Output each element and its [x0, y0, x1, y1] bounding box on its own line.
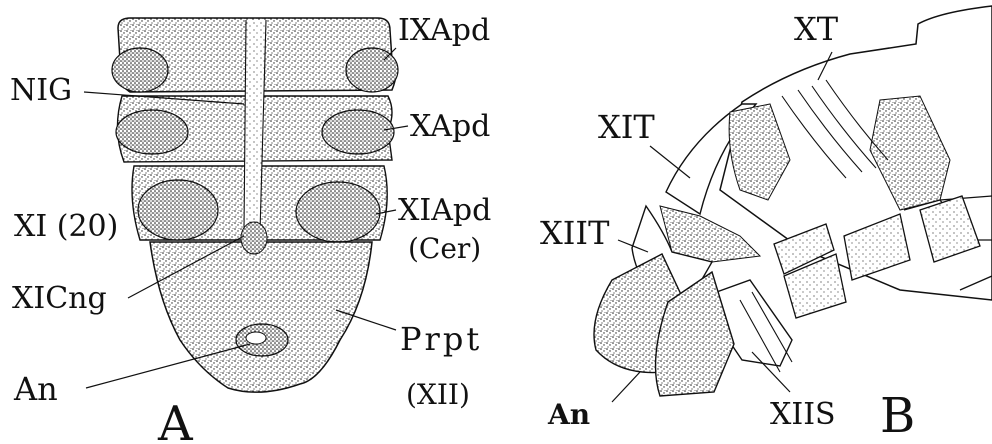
- xi-appendage-right: [296, 182, 380, 242]
- xi-appendage-left: [138, 180, 218, 240]
- label-prpt: Prpt: [400, 320, 482, 358]
- label-x-apd: XApd: [410, 109, 490, 144]
- label-cer: (Cer): [408, 232, 481, 265]
- label-xit: XIT: [598, 108, 655, 146]
- label-an-b: An: [547, 398, 590, 431]
- panel-letter-a: A: [157, 396, 194, 444]
- figure-a-drawing: [112, 18, 398, 392]
- figure-b-drawing: [594, 6, 992, 396]
- label-xii: (XII): [406, 378, 470, 411]
- label-xiis: XIIS: [770, 397, 836, 432]
- label-xi-20: XI (20): [14, 209, 118, 244]
- label-an-a: An: [13, 370, 58, 408]
- label-nig: NIG: [10, 73, 72, 108]
- x-appendage-right: [322, 110, 394, 154]
- label-xiit: XIIT: [540, 214, 610, 252]
- xi-ganglion: [241, 222, 267, 254]
- label-ix-apd: IXApd: [398, 13, 490, 48]
- leader-an-b: [612, 372, 640, 402]
- label-xi-apd: XIApd: [398, 193, 491, 228]
- label-xi-cng: XICng: [12, 281, 107, 316]
- panel-letter-b: B: [880, 388, 915, 444]
- segment-proctiger: [150, 242, 372, 392]
- anus-opening: [246, 332, 266, 344]
- ix-appendage-left: [112, 48, 168, 92]
- x-appendage-left: [116, 110, 188, 154]
- label-xt: XT: [794, 10, 839, 48]
